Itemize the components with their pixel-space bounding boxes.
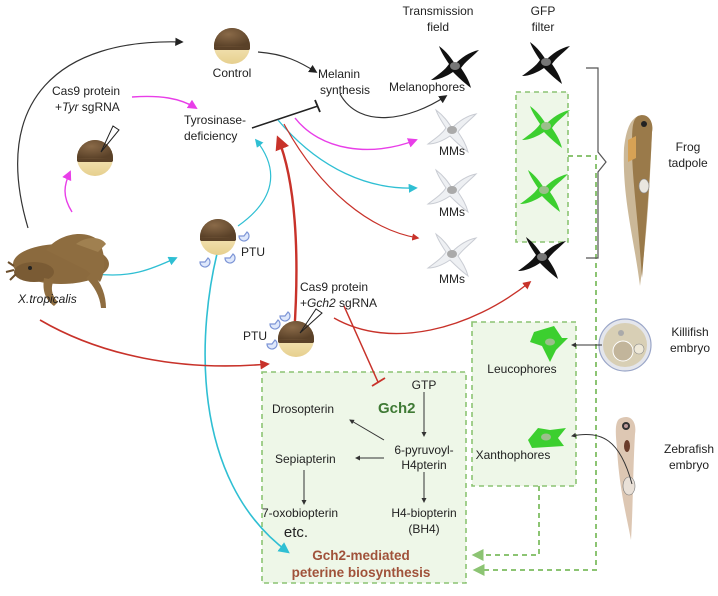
- mms-label-3: MMs: [439, 272, 465, 286]
- gfp-green-cell-2: [520, 170, 568, 212]
- zebrafish-to-xanthophore-arrow: [571, 432, 633, 485]
- species-label: X.tropicalis: [17, 292, 77, 306]
- sepiapterin-label: Sepiapterin: [275, 452, 336, 466]
- frog-to-ptu-egg-arrow: [95, 256, 178, 276]
- melanin-to-melanophores-arrow: [339, 93, 448, 119]
- inhibition-bar: [314, 99, 321, 113]
- ptu-label-2: PTU: [243, 329, 267, 343]
- mms-label-1: MMs: [439, 144, 465, 158]
- leucophore-cell: [530, 326, 568, 362]
- ptu-label-1: PTU: [241, 245, 265, 259]
- fish-chromatophores-box: [471, 321, 577, 487]
- cas9-gch2-label: Cas9 protein+Gch2 sgRNA: [300, 280, 377, 310]
- frog-to-tyr-egg-arrow: [62, 170, 73, 213]
- ptu-to-tyrosinase-arrow: [237, 138, 272, 227]
- gch2-egg-to-melanophore-arrow: [333, 280, 532, 335]
- cas9-tyr-to-tyrosinase-arrow: [131, 95, 198, 110]
- control-label: Control: [213, 66, 252, 80]
- pyruvoyl-h4pterin-label: 6-pyruvoyl-H4pterin: [394, 443, 453, 472]
- tyr-injected-egg: [77, 125, 120, 176]
- gch2-egg-to-tyrosinase-arrow: [275, 135, 298, 337]
- mm-cell-2: [427, 169, 477, 213]
- gfp-green-cell-1: [522, 106, 570, 148]
- gfp-melanophore-cell-2: [518, 237, 566, 279]
- gfp-melanophore-cell: [522, 42, 570, 84]
- etc-label: etc.: [284, 524, 308, 541]
- killifish-embryo-icon: [598, 318, 652, 372]
- frog-to-control-arrow: [17, 37, 184, 229]
- ptu-egg: [200, 219, 236, 255]
- melanophores-label: Melanophores: [389, 80, 465, 94]
- h4biopterin-label: H4-biopterin(BH4): [391, 506, 456, 536]
- injection-needle-icon: [100, 125, 120, 153]
- fish-to-pathway-connector: [471, 486, 540, 561]
- tyrosinase-to-mms3-arrow: [283, 123, 420, 241]
- control-egg: [214, 28, 250, 64]
- gch2-injected-egg: [278, 308, 323, 357]
- mm-cell-3: [427, 233, 477, 277]
- cas9-gch2-inhibits-gch2: [343, 305, 379, 383]
- tyrosinase-to-mms1-arrow: [294, 117, 418, 151]
- pyruvoyl-to-drosopterin-arrow: [349, 419, 385, 441]
- xanthophores-label: Xanthophores: [476, 448, 551, 462]
- gch2-inhibition-bar: [371, 377, 386, 387]
- gch2-enzyme-label: Gch2: [378, 400, 416, 417]
- mms-label-2: MMs: [439, 205, 465, 219]
- leucophores-label: Leucophores: [487, 362, 556, 376]
- oxobiopterin-label: 7-oxobiopterin: [262, 506, 338, 520]
- control-to-melanin-arrow: [257, 51, 318, 73]
- ptu-to-pathway-arrow: [204, 241, 290, 554]
- tyrosinase-to-mms2-arrow: [277, 119, 418, 193]
- frog-to-pathway-connector: [472, 155, 597, 576]
- frog-bracket: [586, 67, 607, 259]
- frog-tadpole-icon: [623, 115, 653, 286]
- frog-to-gch2-egg-arrow: [39, 319, 270, 370]
- injection-needle-icon: [299, 308, 323, 334]
- tyrosinase-inhibits-melanin: [251, 105, 319, 129]
- mm-cell-1: [427, 109, 477, 153]
- tyrosinase-deficiency-label: Tyrosinase-deficiency: [184, 113, 246, 143]
- cas9-tyr-label: Cas9 protein+Tyr sgRNA: [52, 84, 120, 114]
- zebrafish-embryo-icon: [615, 416, 636, 540]
- gtp-label: GTP: [412, 378, 437, 392]
- melanophore-cell: [431, 46, 479, 88]
- xanthophore-cell: [528, 428, 566, 448]
- xenopus-frog-icon: [5, 234, 109, 308]
- drosopterin-label: Drosopterin: [272, 402, 334, 416]
- pterin-pathway-box: [261, 371, 467, 584]
